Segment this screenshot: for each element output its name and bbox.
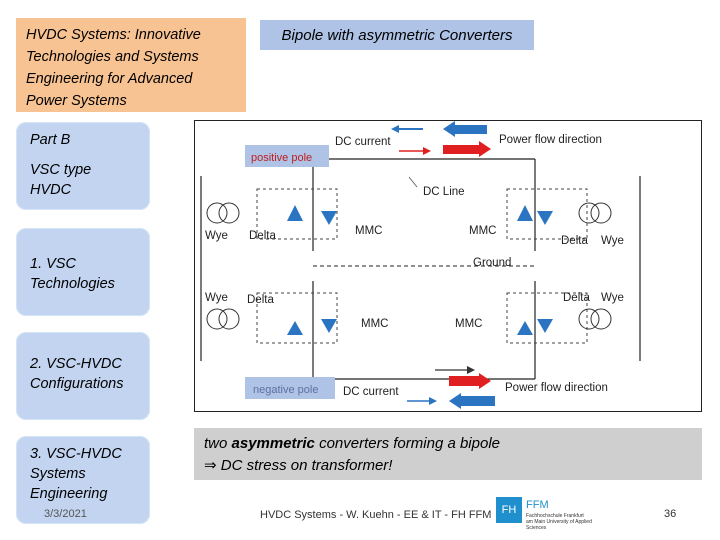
power-flow-label-top: Power flow direction xyxy=(499,134,602,146)
caption-line-2: ⇒ DC stress on transformer! xyxy=(204,455,692,477)
caption-emphasis: asymmetric xyxy=(231,435,315,452)
positive-pole-label: positive pole xyxy=(251,152,312,164)
power-flow-arrow-icon xyxy=(443,145,479,154)
nav-item-vsc-technologies[interactable]: 1. VSC Technologies xyxy=(16,228,150,316)
bipole-diagram-svg: positive pole negative pole DC current P… xyxy=(200,121,641,409)
transformer-icon xyxy=(206,202,240,224)
caption-text: converters forming a bipole xyxy=(314,435,500,452)
valve-icon xyxy=(287,319,337,335)
arrowhead-icon xyxy=(423,147,431,155)
mmc-label: MMC xyxy=(361,318,388,330)
bipole-diagram: positive pole negative pole DC current P… xyxy=(194,120,702,412)
mmc-label: MMC xyxy=(455,318,482,330)
caption-text: DC stress on transformer! xyxy=(216,457,393,474)
nav-item-label: 3. VSC-HVDC Systems Engineering xyxy=(30,446,122,502)
arrowhead-icon xyxy=(391,125,399,133)
power-flow-arrow-icon xyxy=(461,396,495,406)
logo-ffm: FFM xyxy=(526,499,549,511)
power-flow-arrow-icon xyxy=(449,376,479,386)
dc-current-label-bottom: DC current xyxy=(343,386,399,398)
slide-title: HVDC Systems: Innovative Technologies an… xyxy=(16,18,246,112)
arrowhead-icon xyxy=(479,141,491,157)
nav-part-label: Part B xyxy=(30,132,71,148)
valve-icon xyxy=(517,319,553,335)
slide-header: Bipole with asymmetric Converters xyxy=(260,20,534,50)
transformer-icon xyxy=(206,308,240,330)
valve-icon xyxy=(287,205,337,225)
footer-date: 3/3/2021 xyxy=(44,508,87,520)
ground-label: Ground xyxy=(473,257,511,269)
implies-icon: ⇒ xyxy=(204,457,217,474)
dc-current-label-top: DC current xyxy=(335,136,391,148)
nav-part-b[interactable]: Part B VSC type HVDC xyxy=(16,122,150,210)
delta-label: Delta xyxy=(561,235,588,247)
power-flow-arrow-icon xyxy=(453,125,487,134)
logo-subtitle: Fachhochschule Frankfurt am Main Univers… xyxy=(526,513,592,531)
negative-pole-box xyxy=(245,377,335,399)
logo-fh: FH xyxy=(496,497,522,523)
arrowhead-icon xyxy=(443,121,455,137)
leader-line xyxy=(408,176,418,188)
nav-item-vsc-hvdc-systems-engineering[interactable]: 3. VSC-HVDC Systems Engineering xyxy=(16,436,150,524)
transformer-icon xyxy=(578,308,612,330)
caption-line-1: two asymmetric converters forming a bipo… xyxy=(204,433,692,455)
wye-label: Wye xyxy=(601,235,624,247)
delta-label: Delta xyxy=(563,292,590,304)
arrowhead-icon xyxy=(479,373,491,389)
footer-text: HVDC Systems - W. Kuehn - EE & IT - FH F… xyxy=(260,509,492,521)
wye-label: Wye xyxy=(205,292,228,304)
dc-line-label: DC Line xyxy=(423,186,465,198)
arrowhead-icon xyxy=(429,397,437,405)
transformer-icon xyxy=(578,202,612,224)
mmc-label: MMC xyxy=(469,225,496,237)
nav-item-label: 2. VSC-HVDC Configurations xyxy=(30,356,124,392)
university-logo: FH FFM Fachhochschule Frankfurt am Main … xyxy=(496,497,592,537)
page-number: 36 xyxy=(664,508,677,520)
valve-icon xyxy=(517,205,553,225)
caption-text: two xyxy=(204,435,232,452)
power-flow-label-bottom: Power flow direction xyxy=(505,382,608,394)
slide-caption: two asymmetric converters forming a bipo… xyxy=(194,428,702,480)
positive-pole-box xyxy=(245,145,329,167)
delta-label: Delta xyxy=(247,294,274,306)
arrowhead-icon xyxy=(449,393,461,409)
arrowhead-icon xyxy=(467,366,475,374)
negative-pole-label: negative pole xyxy=(253,384,318,396)
wye-label: Wye xyxy=(205,230,228,242)
delta-label: Delta xyxy=(249,230,276,242)
nav-item-label: 1. VSC Technologies xyxy=(30,256,115,292)
nav-vsc-type: VSC type HVDC xyxy=(30,162,92,198)
nav-item-vsc-hvdc-configurations[interactable]: 2. VSC-HVDC Configurations xyxy=(16,332,150,420)
wye-label: Wye xyxy=(601,292,624,304)
mmc-label: MMC xyxy=(355,225,382,237)
